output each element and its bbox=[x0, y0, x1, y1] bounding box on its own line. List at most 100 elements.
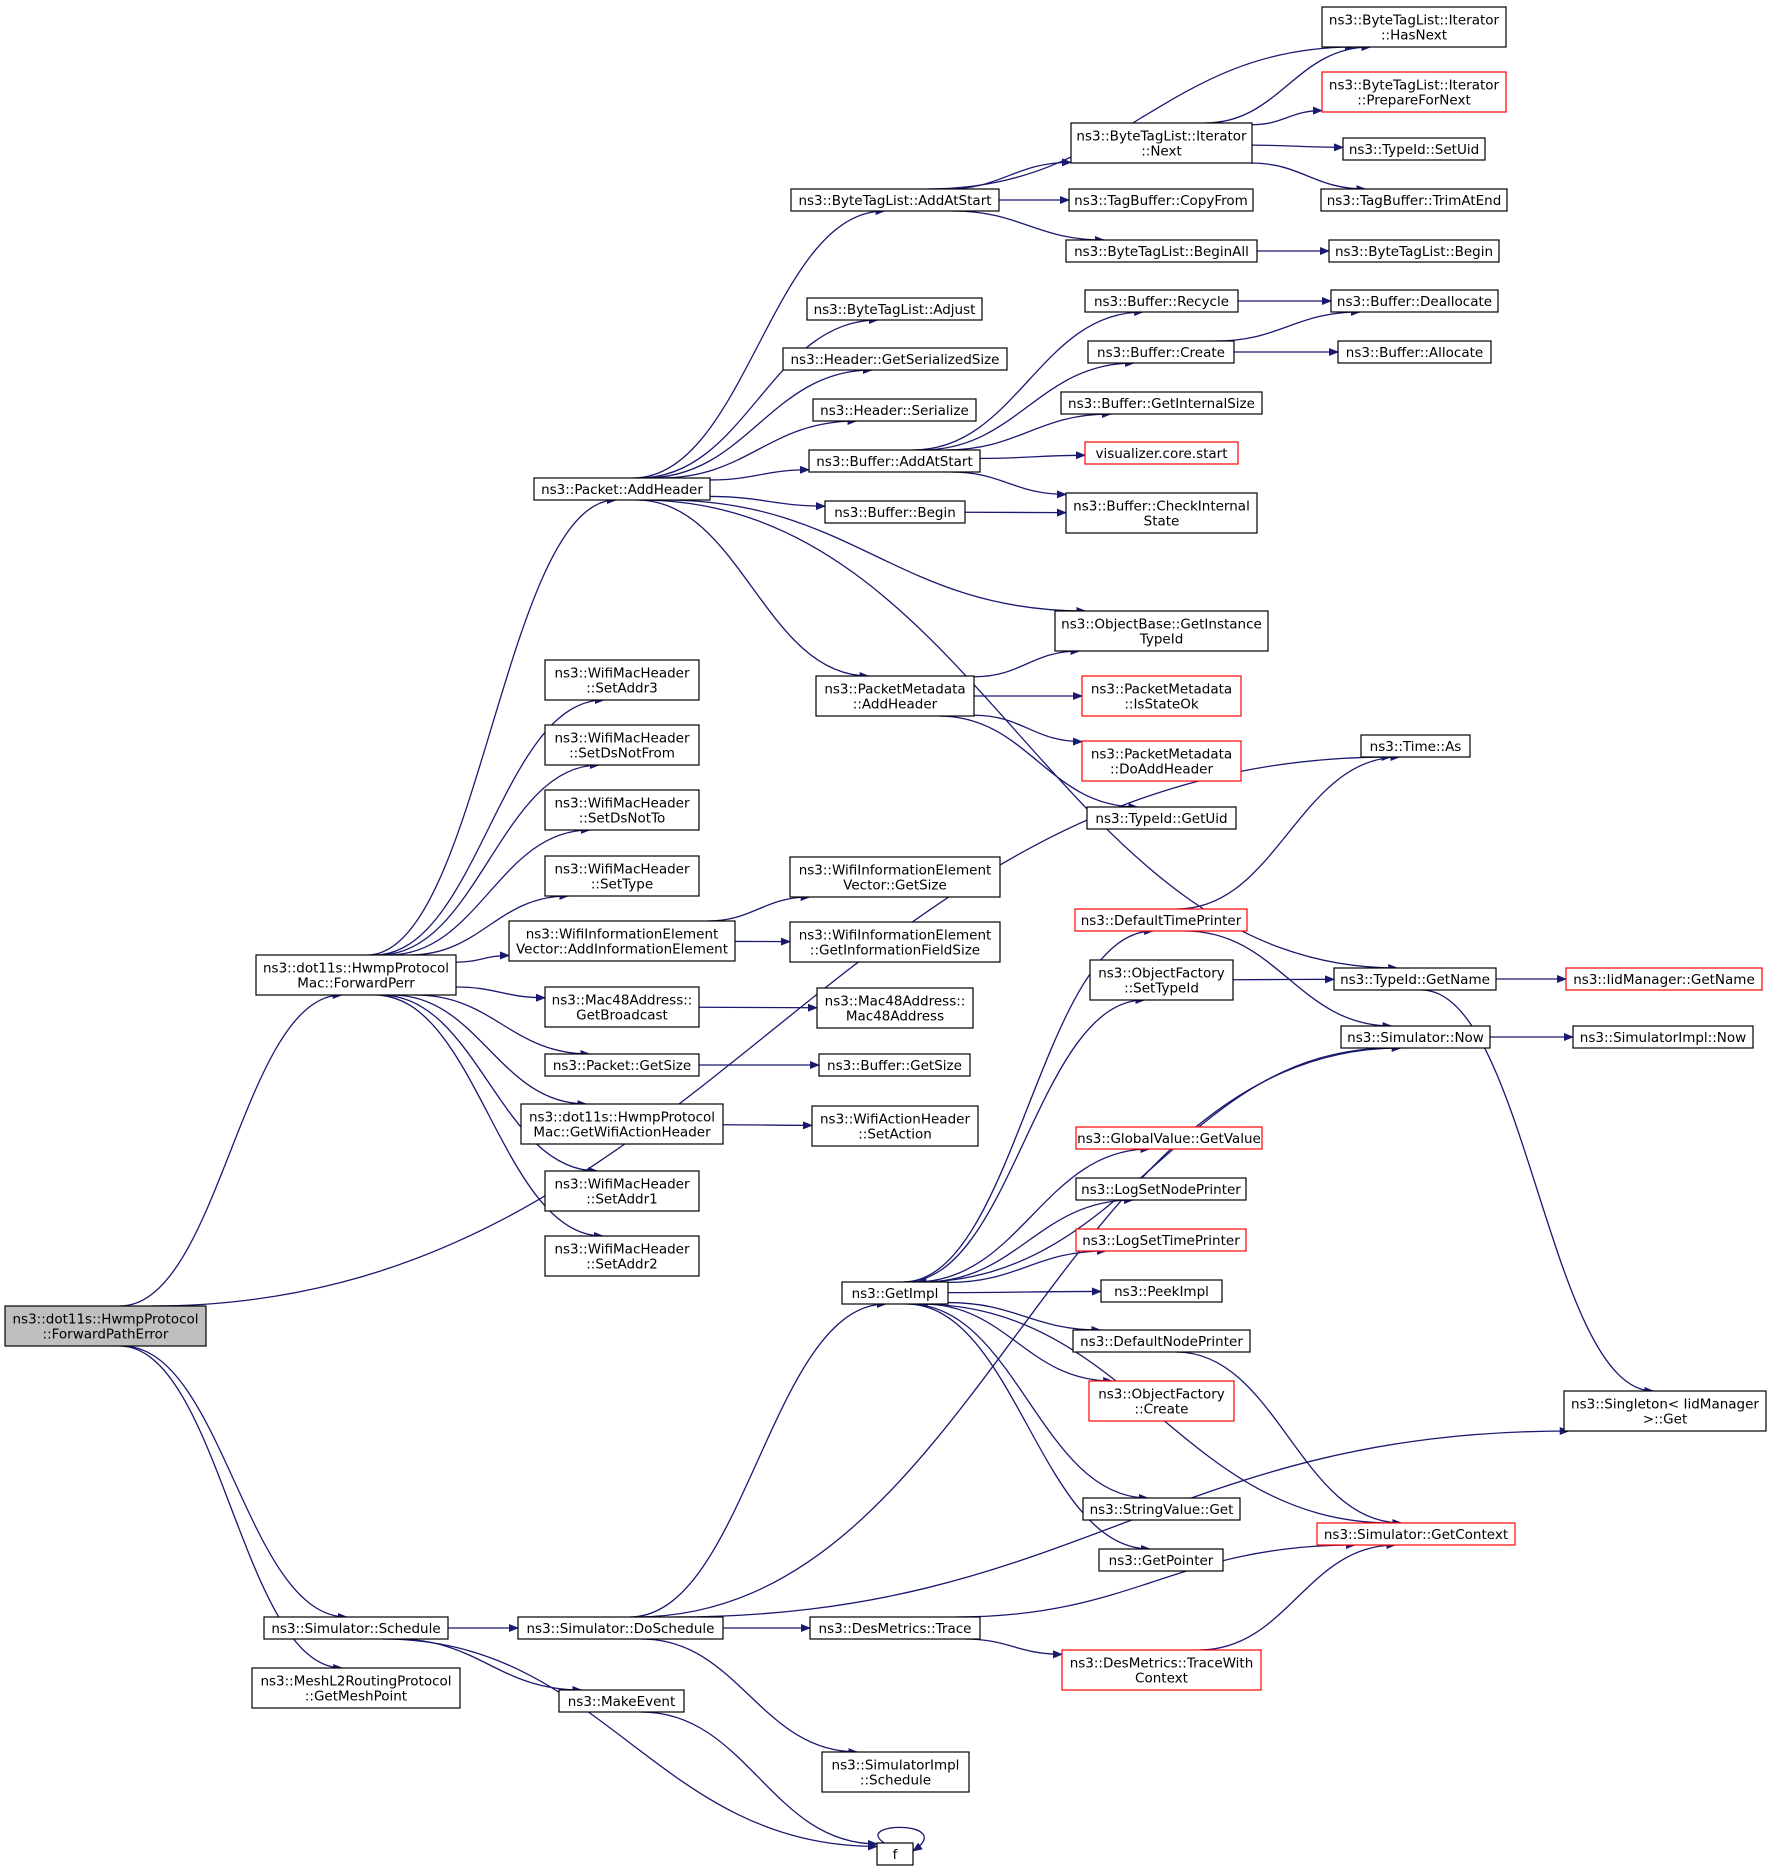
node-vizstart[interactable]: visualizer.core.start bbox=[1084, 441, 1239, 465]
node-label: ns3::DefaultNodePrinter bbox=[1080, 1334, 1243, 1350]
node-getinfofieldsize[interactable]: ns3::WifiInformationElement::GetInformat… bbox=[789, 921, 1001, 963]
node-defaultnodeprinter[interactable]: ns3::DefaultNodePrinter bbox=[1072, 1329, 1251, 1353]
node-label: ns3::PacketMetadata bbox=[824, 682, 965, 698]
node-ofsettypeid[interactable]: ns3::ObjectFactory::SetTypeId bbox=[1089, 959, 1234, 1001]
node-getcontext[interactable]: ns3::Simulator::GetContext bbox=[1316, 1522, 1516, 1546]
node-timeas[interactable]: ns3::Time::As bbox=[1360, 734, 1471, 758]
node-vecgetsize[interactable]: ns3::WifiInformationElementVector::GetSi… bbox=[789, 856, 1001, 898]
node-setaddr3[interactable]: ns3::WifiMacHeader::SetAddr3 bbox=[544, 659, 700, 701]
node-btlbegin[interactable]: ns3::ByteTagList::Begin bbox=[1328, 239, 1500, 263]
node-simimplschedule[interactable]: ns3::SimulatorImpl::Schedule bbox=[821, 1751, 970, 1793]
node-bufbegin[interactable]: ns3::Buffer::Begin bbox=[824, 500, 966, 524]
node-label: visualizer.core.start bbox=[1095, 446, 1227, 462]
node-label: ::Create bbox=[1135, 1402, 1189, 1418]
edge-bufaddatstart-to-bufcheckstate bbox=[950, 471, 1067, 499]
node-bufallocate[interactable]: ns3::Buffer::Allocate bbox=[1337, 340, 1492, 364]
edge-btladdatstart-to-ithasnext bbox=[927, 43, 1355, 190]
node-simnow[interactable]: ns3::Simulator::Now bbox=[1340, 1025, 1491, 1049]
node-globalgetvalue[interactable]: ns3::GlobalValue::GetValue bbox=[1075, 1126, 1263, 1150]
node-logsetnodeprinter[interactable]: ns3::LogSetNodePrinter bbox=[1075, 1177, 1247, 1201]
node-box bbox=[1084, 441, 1239, 465]
node-setaddr1[interactable]: ns3::WifiMacHeader::SetAddr1 bbox=[544, 1170, 700, 1212]
node-doschedule[interactable]: ns3::Simulator::DoSchedule bbox=[517, 1616, 724, 1640]
node-addheader[interactable]: ns3::Packet::AddHeader bbox=[533, 477, 711, 501]
node-destrace[interactable]: ns3::DesMetrics::Trace bbox=[809, 1616, 981, 1640]
node-typeidgetuid[interactable]: ns3::TypeId::GetUid bbox=[1086, 806, 1237, 830]
edge-addheader-to-hdrserialize bbox=[659, 417, 858, 479]
node-pktgetsize[interactable]: ns3::Packet::GetSize bbox=[544, 1053, 700, 1077]
node-label: ns3::WifiMacHeader bbox=[554, 862, 690, 878]
node-label: ns3::MakeEvent bbox=[568, 1694, 676, 1710]
node-box bbox=[811, 1105, 979, 1147]
node-hdrserialize[interactable]: ns3::Header::Serialize bbox=[812, 398, 977, 422]
node-stringvalueget[interactable]: ns3::StringValue::Get bbox=[1082, 1497, 1241, 1521]
node-label: ns3::Buffer::Deallocate bbox=[1337, 294, 1492, 310]
node-box bbox=[1081, 675, 1242, 717]
node-itpreparefornext[interactable]: ns3::ByteTagList::Iterator::PrepareForNe… bbox=[1321, 71, 1507, 113]
node-box bbox=[1321, 6, 1507, 48]
node-typeidgetname[interactable]: ns3::TypeId::GetName bbox=[1333, 967, 1497, 991]
node-addinfoel[interactable]: ns3::WifiInformationElementVector::AddIn… bbox=[508, 920, 736, 962]
node-f[interactable]: f bbox=[876, 1842, 914, 1866]
edge-simnow-to-getimpl bbox=[916, 1047, 1394, 1286]
node-bufdeallocate[interactable]: ns3::Buffer::Deallocate bbox=[1330, 289, 1499, 313]
node-schedule[interactable]: ns3::Simulator::Schedule bbox=[263, 1616, 449, 1640]
node-setaddr2[interactable]: ns3::WifiMacHeader::SetAddr2 bbox=[544, 1235, 700, 1277]
node-singletonget[interactable]: ns3::Singleton< IidManager>::Get bbox=[1563, 1390, 1767, 1432]
node-box bbox=[806, 297, 983, 321]
node-peekimpl[interactable]: ns3::PeekImpl bbox=[1100, 1279, 1223, 1303]
node-label: ns3::Simulator::Now bbox=[1347, 1030, 1484, 1046]
node-simimplnow[interactable]: ns3::SimulatorImpl::Now bbox=[1572, 1025, 1754, 1049]
node-bufgetinternalsize[interactable]: ns3::Buffer::GetInternalSize bbox=[1060, 391, 1263, 415]
node-trimatend[interactable]: ns3::TagBuffer::TrimAtEnd bbox=[1320, 188, 1508, 212]
node-tbcopyfrom[interactable]: ns3::TagBuffer::CopyFrom bbox=[1068, 188, 1254, 212]
node-bufaddatstart[interactable]: ns3::Buffer::AddAtStart bbox=[808, 449, 981, 473]
node-btlbeginall[interactable]: ns3::ByteTagList::BeginAll bbox=[1065, 239, 1258, 263]
node-bufcreate[interactable]: ns3::Buffer::Create bbox=[1087, 340, 1235, 364]
node-defaulttimeprinter[interactable]: ns3::DefaultTimePrinter bbox=[1074, 908, 1248, 932]
node-getbroadcast[interactable]: ns3::Mac48Address::GetBroadcast bbox=[544, 986, 700, 1028]
node-box bbox=[789, 856, 1001, 898]
node-root[interactable]: ns3::dot11s::HwmpProtocol::ForwardPathEr… bbox=[4, 1305, 207, 1347]
node-setdsnotfrom[interactable]: ns3::WifiMacHeader::SetDsNotFrom bbox=[544, 724, 700, 766]
node-itnext[interactable]: ns3::ByteTagList::Iterator::Next bbox=[1070, 122, 1253, 164]
node-getpointer[interactable]: ns3::GetPointer bbox=[1098, 1548, 1224, 1572]
node-mac48[interactable]: ns3::Mac48Address::Mac48Address bbox=[816, 987, 974, 1029]
node-label: ns3::WifiMacHeader bbox=[554, 666, 690, 682]
node-pmaddheader[interactable]: ns3::PacketMetadata::AddHeader bbox=[815, 675, 975, 717]
edge-pmaddheader-to-pmdoaddheader bbox=[973, 714, 1083, 746]
node-label: ::SetAddr1 bbox=[586, 1192, 658, 1208]
node-pmdoaddheader[interactable]: ns3::PacketMetadata::DoAddHeader bbox=[1081, 740, 1242, 782]
edge-getimpl-to-stringvalueget bbox=[908, 1303, 1149, 1502]
node-getwifiaction[interactable]: ns3::dot11s::HwmpProtocolMac::GetWifiAct… bbox=[520, 1103, 724, 1145]
node-hdrgetsersize[interactable]: ns3::Header::GetSerializedSize bbox=[782, 347, 1008, 371]
node-logsettimeprinter[interactable]: ns3::LogSetTimePrinter bbox=[1075, 1228, 1247, 1252]
node-getimpl[interactable]: ns3::GetImpl bbox=[841, 1281, 949, 1305]
node-makeevent[interactable]: ns3::MakeEvent bbox=[558, 1689, 685, 1713]
node-btladjust[interactable]: ns3::ByteTagList::Adjust bbox=[806, 297, 983, 321]
node-setdsnotto[interactable]: ns3::WifiMacHeader::SetDsNotTo bbox=[544, 789, 700, 831]
node-btladdatstart[interactable]: ns3::ByteTagList::AddAtStart bbox=[790, 188, 1000, 212]
node-label: ns3::ByteTagList::Iterator bbox=[1329, 78, 1500, 94]
node-label: Vector::AddInformationElement bbox=[516, 942, 728, 958]
node-setuid[interactable]: ns3::TypeId::SetUid bbox=[1342, 137, 1486, 161]
node-settype[interactable]: ns3::WifiMacHeader::SetType bbox=[544, 855, 700, 897]
node-box bbox=[544, 1170, 700, 1212]
node-label: ns3::TagBuffer::CopyFrom bbox=[1074, 193, 1248, 209]
node-ofcreate[interactable]: ns3::ObjectFactory::Create bbox=[1088, 1380, 1235, 1422]
node-fwdperr[interactable]: ns3::dot11s::HwmpProtocolMac::ForwardPer… bbox=[255, 954, 457, 996]
node-box bbox=[1316, 1522, 1516, 1546]
node-setaction[interactable]: ns3::WifiActionHeader::SetAction bbox=[811, 1105, 979, 1147]
node-box bbox=[508, 920, 736, 962]
node-bufgetsize[interactable]: ns3::Buffer::GetSize bbox=[818, 1053, 971, 1077]
node-getmeshpoint[interactable]: ns3::MeshL2RoutingProtocol::GetMeshPoint bbox=[251, 1667, 461, 1709]
node-pmisstateok[interactable]: ns3::PacketMetadata::IsStateOk bbox=[1081, 675, 1242, 717]
node-label: ns3::DesMetrics::TraceWith bbox=[1070, 1656, 1254, 1672]
node-iidmgrgetname[interactable]: ns3::IidManager::GetName bbox=[1565, 967, 1763, 991]
node-label: ns3::WifiInformationElement bbox=[799, 928, 992, 944]
node-ithasnext[interactable]: ns3::ByteTagList::Iterator::HasNext bbox=[1321, 6, 1507, 48]
node-bufrecycle[interactable]: ns3::Buffer::Recycle bbox=[1084, 289, 1239, 313]
